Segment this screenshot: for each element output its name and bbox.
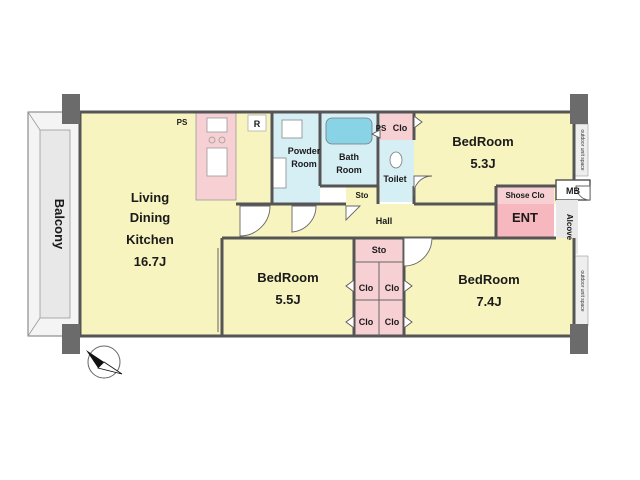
door-swings	[239, 175, 591, 267]
mb-label: MB	[566, 186, 580, 196]
sto-mid-floor	[354, 238, 404, 262]
toilet-bowl-icon	[389, 151, 403, 169]
bathtub-icon	[325, 117, 373, 145]
shoes-closet-label: Shose Clo	[505, 191, 544, 200]
ldk-label-kitchen: Kitchen	[126, 232, 174, 247]
entrance-floor	[496, 204, 554, 238]
ldk-label-dining: Dining	[130, 210, 170, 225]
ps-bath: PS	[376, 124, 387, 133]
bedroom-se-floor	[404, 238, 574, 336]
r-label: R	[254, 119, 261, 129]
columns	[62, 94, 588, 354]
bedroom-center-label: BedRoom	[257, 270, 318, 285]
kitchen-sink	[206, 117, 228, 133]
closet-label-2: Clo	[385, 283, 400, 293]
hall-floor	[236, 204, 496, 238]
bath-label-2: Room	[336, 165, 362, 175]
toilet-floor	[380, 140, 414, 202]
bedroom-ne-label: BedRoom	[452, 134, 513, 149]
balcony	[27, 111, 81, 337]
entrance-label: ENT	[512, 210, 538, 225]
washbasin	[281, 119, 303, 139]
sto-hall-floor	[346, 186, 380, 204]
bedroom-center-floor	[222, 238, 354, 336]
bedroom-se-size: 7.4J	[476, 294, 501, 309]
closet-ne-floor	[380, 112, 414, 140]
balcony-label: Balcony	[52, 199, 67, 250]
sto-mid-label: Sto	[372, 245, 387, 255]
hall-label: Hall	[376, 216, 393, 226]
powder-label-1: Powder	[288, 146, 321, 156]
shoes-closet-floor	[496, 186, 554, 204]
closet-label-1: Clo	[359, 283, 374, 293]
closet-ne-label: Clo	[393, 123, 408, 133]
ldk-label-living: Living	[131, 190, 169, 205]
outdoor-unit-label-top: outdoor unit space	[579, 129, 585, 170]
bedroom-center-size: 5.5J	[275, 292, 300, 307]
powder-label-2: Room	[291, 159, 317, 169]
outdoor-unit-label-bottom: outdoor unit space	[579, 270, 585, 311]
toilet-label: Toilet	[383, 174, 406, 184]
bath-label-1: Bath	[339, 152, 359, 162]
closet-label-4: Clo	[385, 317, 400, 327]
sto-hall-label: Sto	[356, 191, 369, 200]
closet-label-3: Clo	[359, 317, 374, 327]
alcove-label: Alcove	[565, 214, 574, 241]
ldk-size: 16.7J	[134, 254, 167, 269]
ps-kitchen: PS	[177, 118, 188, 127]
bedroom-se-label: BedRoom	[458, 272, 519, 287]
bedroom-ne-size: 5.3J	[470, 156, 495, 171]
north-arrow-icon	[86, 345, 123, 379]
